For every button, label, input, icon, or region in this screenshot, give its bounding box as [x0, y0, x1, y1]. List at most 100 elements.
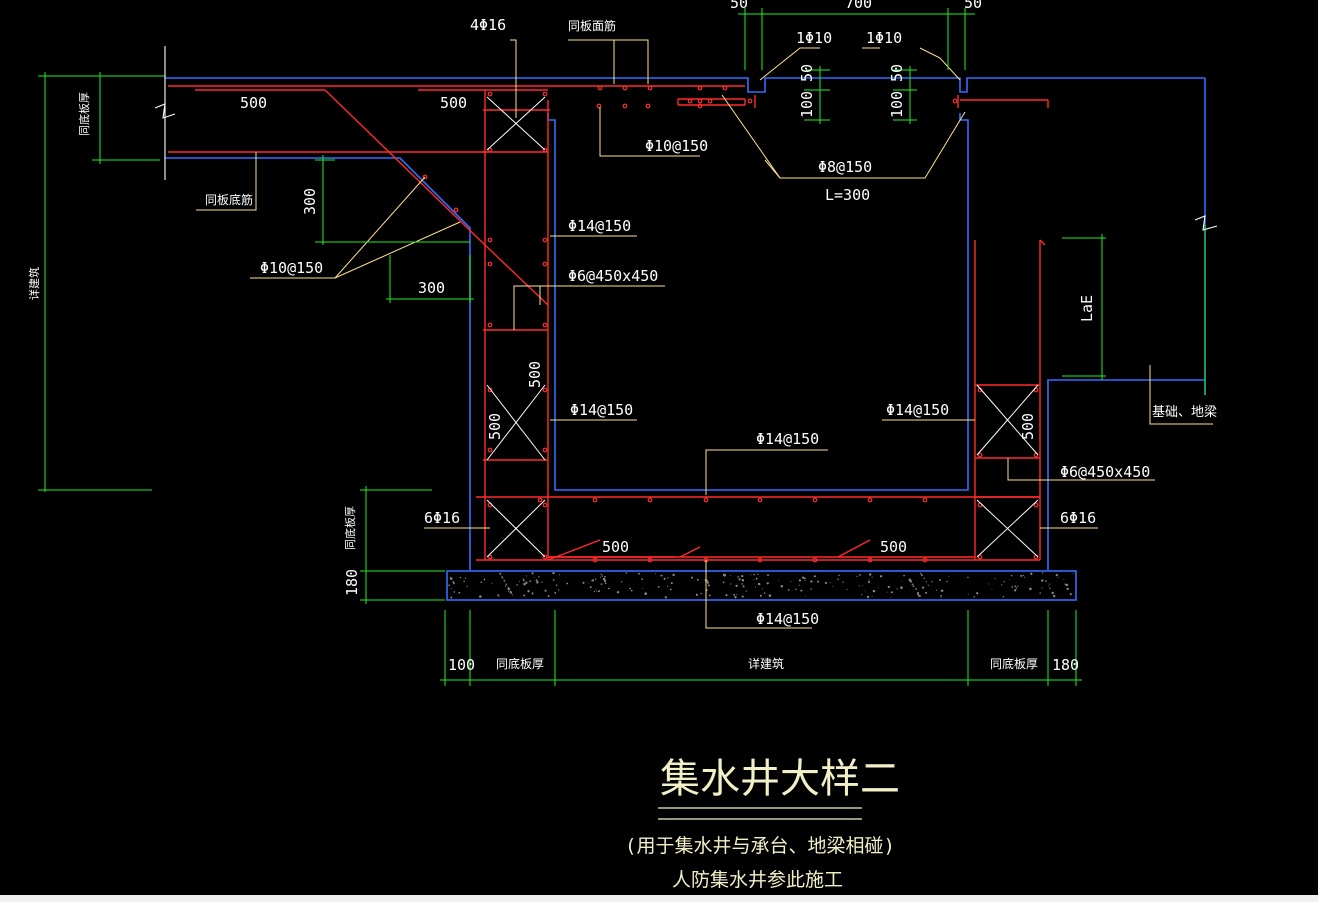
hatch-dot [449, 577, 453, 580]
hatch-dot [638, 572, 640, 575]
hatch-dot [505, 583, 507, 585]
hatch-dot [761, 588, 763, 590]
label-phi14-150-mid: Φ14@150 [756, 430, 819, 448]
hatch-dot [780, 584, 784, 588]
hatch-dot [669, 588, 672, 591]
hatch-dot [450, 596, 453, 599]
concrete-outline [165, 77, 1206, 601]
hatch-dot [1015, 587, 1018, 589]
rebar-dot [597, 85, 603, 91]
hatch-dot [940, 589, 944, 592]
rebar-dot [647, 85, 653, 91]
rebar-dot [487, 322, 493, 328]
hatch-dot [557, 589, 560, 591]
hatch-dot [738, 578, 741, 581]
break-lines [154, 46, 1218, 231]
hatch-dot [602, 577, 606, 581]
hatch-dot [1017, 585, 1019, 587]
hatch-dot [463, 580, 465, 582]
hatch-dot [664, 596, 667, 599]
label-phi10-150-top: Φ10@150 [645, 137, 708, 155]
hatch-dot [642, 587, 644, 589]
hatch-dot [804, 579, 806, 581]
rebar-dot [747, 98, 753, 104]
hatch-dot [620, 581, 623, 583]
hatch-dot [663, 577, 666, 580]
hatch-dot [523, 582, 526, 586]
hatch-dot [755, 586, 756, 588]
hatch-dot [861, 584, 863, 586]
hatch-dot [733, 593, 736, 596]
hatch-dot [750, 574, 752, 576]
hatch-dot [1030, 572, 1033, 575]
hatch-dot [939, 579, 942, 581]
rebar-dot [622, 103, 628, 109]
dim-100-r: 100 [888, 91, 906, 118]
hatch-dot [1014, 585, 1017, 587]
hatch-dot [976, 592, 979, 595]
rebar-dot [592, 497, 598, 503]
hatch-dot [887, 585, 890, 589]
dim-500-xl: 500 [486, 413, 504, 440]
hatch-dot [1020, 574, 1023, 577]
rebar-dot [867, 497, 873, 503]
dim-same-thick-left: 同底板厚 [496, 656, 544, 671]
hatch-dot [448, 584, 450, 587]
dim-top-700: 700 [845, 0, 872, 12]
rebar-dot [542, 502, 548, 508]
hatch-dot [1063, 579, 1065, 581]
rebar-dot [422, 174, 428, 180]
hatch-dot [867, 580, 871, 583]
dim-top-50b: 50 [964, 0, 982, 12]
hatch-dot [516, 584, 518, 586]
hatch-dot [946, 580, 948, 583]
hatch-dot [1069, 593, 1072, 596]
hatch-dot [801, 576, 805, 579]
rebar-dot [722, 85, 728, 91]
hatch-dot [734, 596, 737, 599]
hatch-dot [453, 582, 455, 585]
rebar-dot [977, 554, 983, 560]
dim-50-r: 50 [888, 64, 906, 82]
hatch-dot [730, 583, 732, 585]
hatch-dot [916, 592, 919, 595]
hatch-dot [903, 574, 905, 577]
hatch-dot [534, 576, 535, 578]
rebar-dot [542, 387, 548, 393]
hatch-dot [948, 575, 950, 577]
rebar-dot [922, 497, 928, 503]
rebar-dot [542, 554, 548, 560]
hatch-dot [871, 576, 873, 578]
hatch-dot [523, 580, 525, 582]
hatch-dot [466, 585, 468, 588]
rebar-dot [537, 497, 543, 503]
rebar-dot [542, 322, 548, 328]
hatch-dot [691, 576, 694, 579]
hatch-dot [616, 591, 620, 594]
dim-180-left: 180 [343, 569, 361, 596]
drawing-title: 集水井大样二 [660, 756, 900, 802]
hatch-dot [864, 590, 866, 592]
hatch-dot [730, 574, 731, 576]
hatch-dot [991, 588, 993, 590]
hatch-dot [737, 576, 740, 578]
hatch-dot [1057, 576, 1059, 578]
hatch-dot [741, 583, 744, 585]
hatch-dot [525, 581, 528, 584]
rebar-dot [453, 207, 459, 213]
rebar-dot [542, 91, 548, 97]
hatch-dot [745, 590, 747, 592]
hatch-dot [725, 594, 728, 597]
hatch-dot [755, 577, 758, 580]
hatch-dot [973, 596, 975, 598]
hatch-dot [931, 581, 933, 583]
hatch-dot [829, 582, 831, 584]
label-phi14-150-wr: Φ14@150 [886, 401, 949, 419]
label-phi10-150-left: Φ10@150 [260, 259, 323, 277]
dim-300-v: 300 [301, 188, 319, 215]
hatch-dot [923, 577, 925, 579]
hatch-dot [700, 592, 702, 595]
hatch-dot [536, 581, 539, 584]
dim-lae: LaE [1078, 295, 1096, 322]
